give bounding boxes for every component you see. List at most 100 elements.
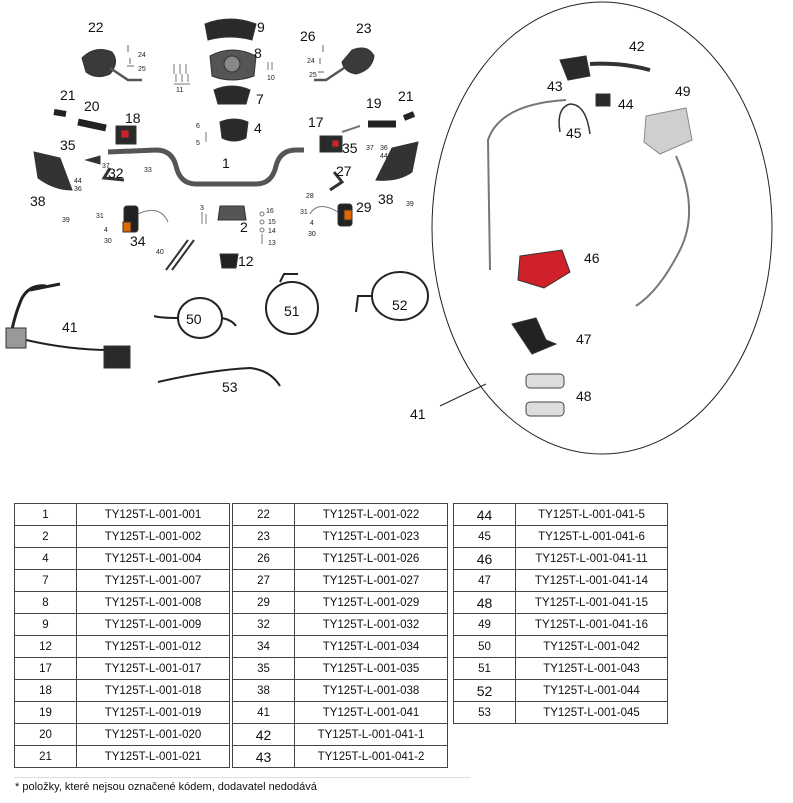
hose-right bbox=[635, 155, 691, 307]
callout-32: 32 bbox=[108, 165, 124, 181]
callout-labels: 22 9 8 26 23 24 25 11 10 24 25 7 21 20 1… bbox=[30, 19, 691, 422]
callout-21-right: 21 bbox=[398, 88, 414, 104]
callout-27: 27 bbox=[336, 163, 352, 179]
part-code-cell: TY125T-L-001-038 bbox=[294, 679, 448, 702]
cable-51 bbox=[265, 273, 319, 335]
part-number-cell: 29 bbox=[232, 591, 295, 614]
part-code-cell: TY125T-L-001-041-2 bbox=[294, 745, 448, 768]
grip-20 bbox=[77, 118, 107, 132]
callout-8: 8 bbox=[254, 45, 262, 61]
part-number-cell: 12 bbox=[14, 635, 77, 658]
part-number-cell: 8 bbox=[14, 591, 77, 614]
callout-48: 48 bbox=[576, 388, 592, 404]
callout-36-left: 36 bbox=[74, 186, 82, 193]
part-number-cell: 1 bbox=[14, 503, 77, 526]
part-code-cell: TY125T-L-001-009 bbox=[76, 613, 230, 636]
part-number-cell: 2 bbox=[14, 525, 77, 548]
part-number-cell: 23 bbox=[232, 525, 295, 548]
bracket-47 bbox=[511, 317, 558, 355]
callout-18: 18 bbox=[125, 110, 141, 126]
part-number-cell: 45 bbox=[453, 525, 516, 548]
brake-assembly-41 bbox=[5, 282, 131, 369]
part-code-cell: TY125T-L-001-041-16 bbox=[515, 613, 668, 636]
part-code-cell: TY125T-L-001-035 bbox=[294, 657, 448, 680]
callout-36-right: 36 bbox=[380, 145, 388, 152]
brake-pads-48 bbox=[525, 373, 565, 417]
left-mirror bbox=[81, 49, 142, 82]
callout-23: 23 bbox=[356, 20, 372, 36]
callout-5: 5 bbox=[196, 140, 200, 147]
callout-25-right: 25 bbox=[309, 72, 317, 79]
part-12 bbox=[219, 253, 239, 269]
ties-40 bbox=[165, 239, 195, 271]
part-code-cell: TY125T-L-001-042 bbox=[515, 635, 668, 658]
lever-32 bbox=[101, 167, 125, 182]
callout-1: 1 bbox=[222, 155, 230, 171]
part-code-cell: TY125T-L-001-021 bbox=[76, 745, 230, 768]
part-number-cell: 7 bbox=[14, 569, 77, 592]
callout-9: 9 bbox=[257, 19, 265, 35]
callout-41-detail: 41 bbox=[410, 406, 426, 422]
part-number-cell: 44 bbox=[453, 503, 516, 526]
part-code-cell: TY125T-L-001-032 bbox=[294, 613, 448, 636]
part-number-cell: 52 bbox=[453, 679, 516, 702]
callout-45: 45 bbox=[566, 125, 582, 141]
master-cylinder-43 bbox=[559, 55, 591, 81]
callout-44-detail: 44 bbox=[618, 96, 634, 112]
part-code-cell: TY125T-L-001-002 bbox=[76, 525, 230, 548]
part-44 bbox=[595, 93, 611, 107]
part-number-cell: 21 bbox=[14, 745, 77, 768]
callout-50: 50 bbox=[186, 311, 202, 327]
switch-45 bbox=[558, 103, 591, 135]
speedometer-8 bbox=[209, 49, 257, 81]
part-number-cell: 43 bbox=[232, 745, 295, 768]
callout-37-left: 37 bbox=[102, 163, 110, 170]
callout-35-right: 35 bbox=[342, 140, 358, 156]
part-number-cell: 34 bbox=[232, 635, 295, 658]
part-code-cell: TY125T-L-001-001 bbox=[76, 503, 230, 526]
right-mirror bbox=[314, 47, 375, 82]
callout-41-left: 41 bbox=[62, 319, 78, 335]
part-number-cell: 20 bbox=[14, 723, 77, 746]
turn-signal-29 bbox=[309, 203, 353, 227]
part-code-cell: TY125T-L-001-043 bbox=[515, 657, 668, 680]
callout-13: 13 bbox=[268, 240, 276, 247]
callout-26: 26 bbox=[300, 28, 316, 44]
part-code-cell: TY125T-L-001-007 bbox=[76, 569, 230, 592]
bracket-35-left bbox=[84, 155, 101, 165]
part-code-cell: TY125T-L-001-029 bbox=[294, 591, 448, 614]
part-code-cell: TY125T-L-001-041-6 bbox=[515, 525, 668, 548]
grip-end-21-left bbox=[53, 109, 67, 117]
part-code-cell: TY125T-L-001-020 bbox=[76, 723, 230, 746]
clamp-2 bbox=[217, 205, 247, 221]
callout-37-right: 37 bbox=[366, 145, 374, 152]
mirror-bolts-left bbox=[127, 45, 134, 67]
callout-2: 2 bbox=[240, 219, 248, 235]
callout-44-left: 44 bbox=[74, 178, 82, 185]
callout-17: 17 bbox=[308, 114, 324, 130]
callout-12: 12 bbox=[238, 253, 254, 269]
callout-40: 40 bbox=[156, 249, 164, 256]
callout-30-left: 30 bbox=[104, 238, 112, 245]
switch-17 bbox=[319, 125, 361, 153]
callout-34: 34 bbox=[130, 233, 146, 249]
part-49 bbox=[643, 107, 693, 155]
cover-4 bbox=[219, 118, 249, 142]
callout-31-left: 31 bbox=[96, 213, 104, 220]
callout-20: 20 bbox=[84, 98, 100, 114]
callout-24-right: 24 bbox=[307, 58, 315, 65]
